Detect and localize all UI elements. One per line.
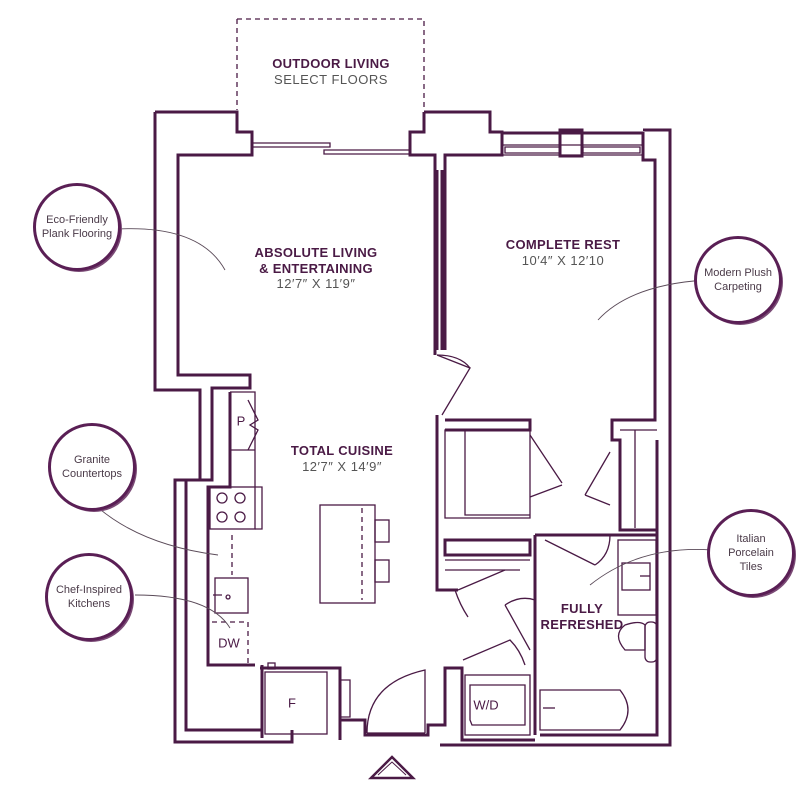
kitchen-dims: 12′7″ X 14′9″ [302, 458, 382, 474]
callout-text: Eco-Friendly [46, 213, 108, 226]
kitchen-counter [206, 391, 263, 667]
bathroom-label: FULLY REFRESHED [541, 601, 624, 632]
living-room-label: ABSOLUTE LIVING & ENTERTAINING 12′7″ X 1… [255, 245, 378, 292]
bedroom-dims: 10′4″ X 12′10 [521, 252, 605, 268]
callout-text: Kitchens [67, 598, 111, 610]
callout-text: Plank Flooring [41, 228, 113, 240]
callout-text: Tiles [739, 561, 763, 574]
kitchen-island [319, 504, 390, 604]
bathroom-name-1: FULLY [560, 601, 604, 616]
kitchen-name: TOTAL CUISINE [290, 443, 394, 458]
callout-text: Porcelain [728, 546, 774, 559]
living-room-name-2: & ENTERTAINING [259, 260, 373, 276]
living-room-dims: 12′7″ X 11′9″ [276, 276, 356, 292]
callout-text: Countertops [62, 468, 122, 480]
callout-text: Carpeting [714, 281, 762, 293]
callout-leaders [94, 228, 713, 629]
closets [435, 415, 657, 618]
outdoor-living-sub: SELECT FLOORS [274, 71, 388, 87]
entry-triangle-icon [367, 755, 417, 780]
callout-text: Modern Plush [704, 266, 772, 279]
entry [260, 662, 460, 740]
callout-text: Chef-Inspired [55, 583, 123, 596]
fridge-label: F [288, 695, 296, 711]
bedroom-label: COMPLETE REST 10′4″ X 12′10 [506, 237, 620, 268]
washer-dryer-label: W/D [473, 697, 499, 713]
partition-wall [435, 170, 444, 350]
kitchen-label: TOTAL CUISINE 12′7″ X 14′9″ [291, 443, 393, 474]
bathroom-name-2: REFRESHED [540, 616, 624, 632]
bedroom-door [436, 354, 471, 416]
callout-text: Granite [73, 453, 111, 466]
outdoor-living-area [236, 18, 425, 110]
bedroom-name: COMPLETE REST [505, 237, 621, 252]
pantry-label: P [236, 413, 246, 429]
outdoor-living-label: OUTDOOR LIVING SELECT FLOORS [272, 56, 390, 87]
bathroom [533, 533, 658, 735]
outdoor-living-name: OUTDOOR LIVING [272, 56, 390, 71]
dishwasher-label: DW [218, 635, 240, 651]
callout-text: Italian [736, 532, 766, 545]
laundry [450, 597, 536, 742]
living-room-name-1: ABSOLUTE LIVING [254, 245, 378, 260]
